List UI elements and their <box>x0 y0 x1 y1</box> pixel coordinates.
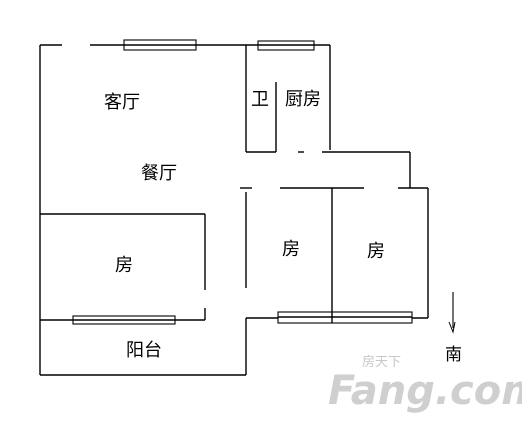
watermark-logo: Fang.com <box>328 368 522 414</box>
south-arrow-icon <box>448 292 456 334</box>
living-room-label: 客厅 <box>104 92 140 113</box>
dining-room-label: 餐厅 <box>141 163 177 184</box>
compass-south-label: 南 <box>445 345 462 365</box>
room-labels: 客厅 餐厅 卫 厨房 房 房 房 阳台 <box>104 89 385 361</box>
bedroom-right-label: 房 <box>367 241 385 262</box>
walls <box>39 44 429 376</box>
bedroom-middle-label: 房 <box>282 239 300 260</box>
bedroom-left-label: 房 <box>115 255 133 276</box>
watermark-cn: 房天下 <box>362 354 401 370</box>
kitchen-label: 厨房 <box>285 89 321 110</box>
watermark: 房天下 Fang.com <box>328 354 522 414</box>
bathroom-label: 卫 <box>251 89 269 110</box>
balcony-label: 阳台 <box>126 340 162 361</box>
windows <box>72 39 413 325</box>
compass: 南 <box>445 292 462 365</box>
